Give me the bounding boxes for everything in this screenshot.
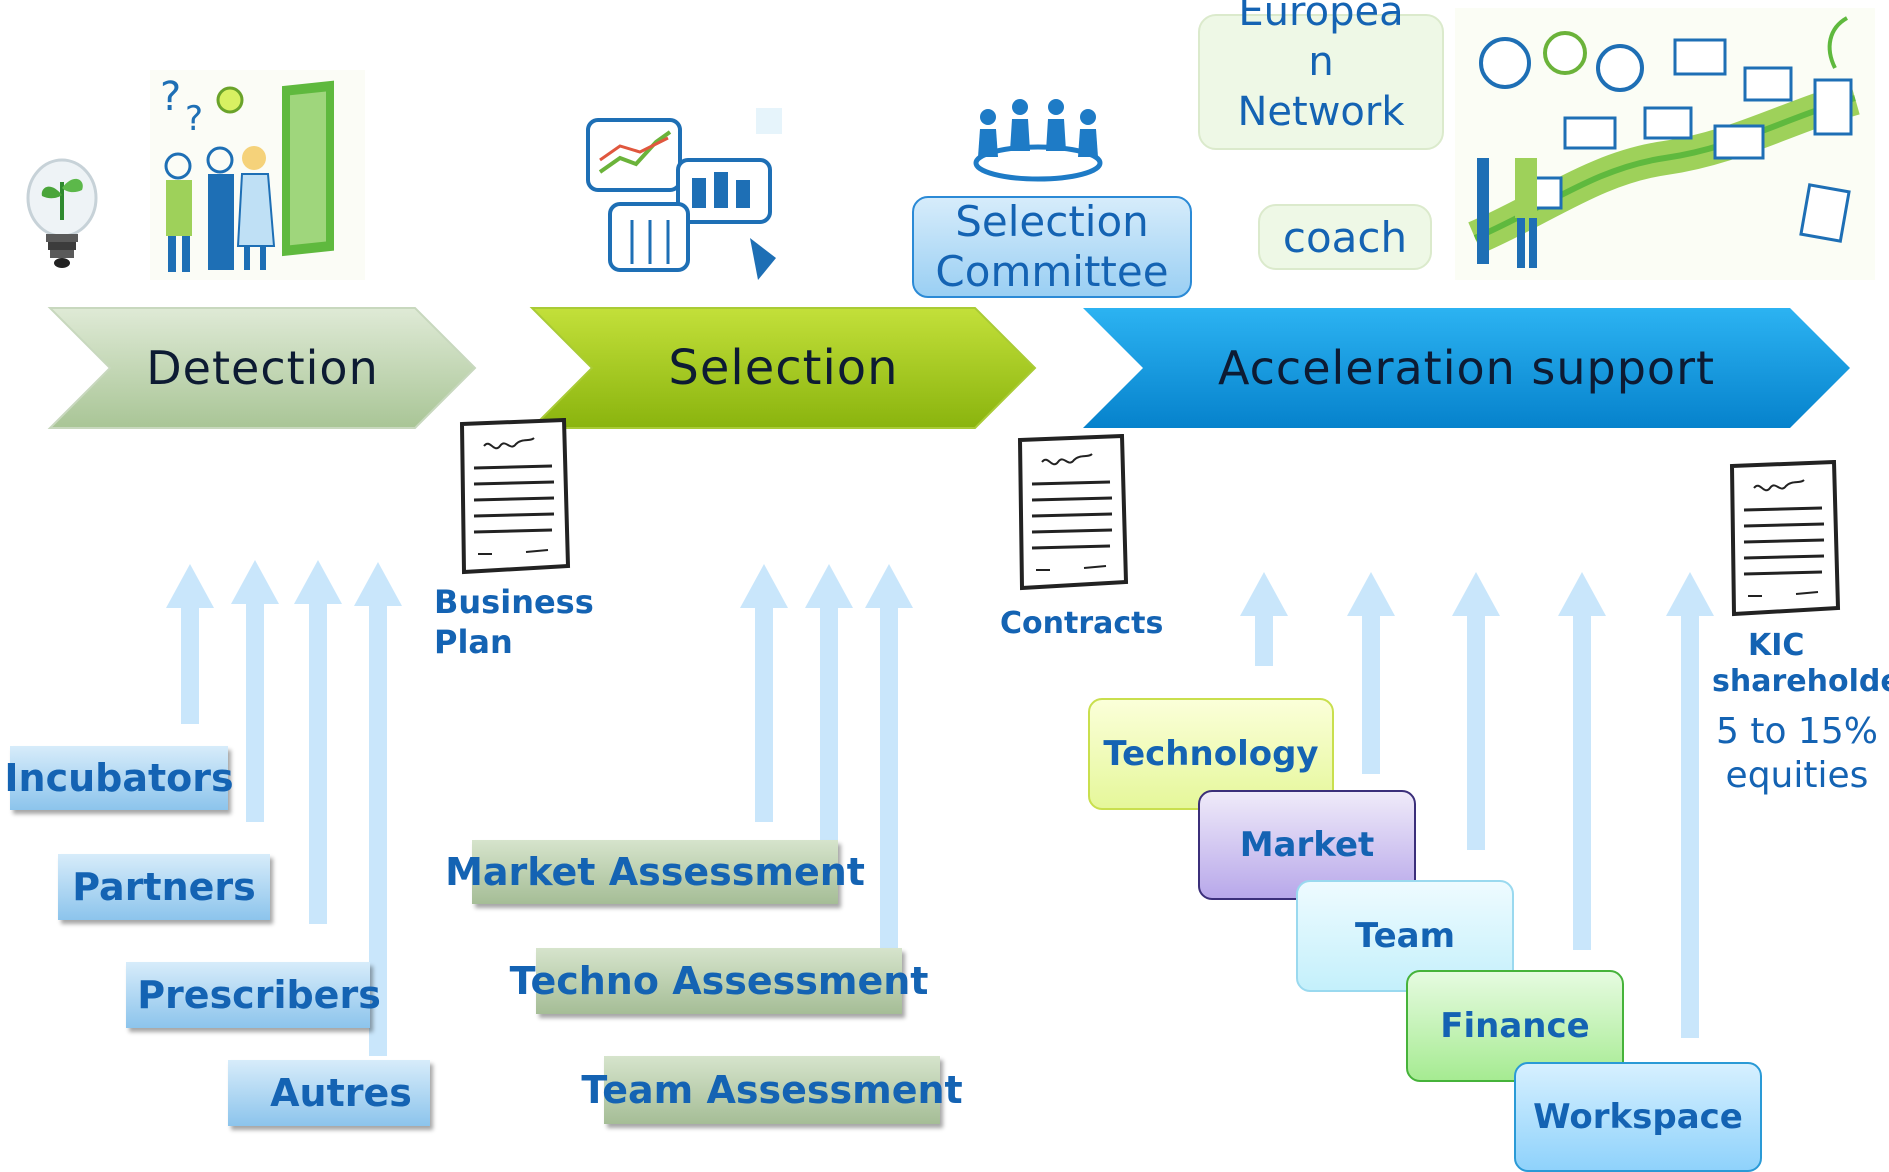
business-plan-line1: Business <box>434 583 594 621</box>
prescribers-box: Prescribers <box>126 962 381 1028</box>
kic-line1: KIC <box>1748 628 1805 663</box>
up-arrow <box>166 564 214 724</box>
lightbulb-plant-icon <box>26 158 98 268</box>
european-network-line2: n <box>1308 39 1334 85</box>
business-plan-line2: Plan <box>434 623 513 661</box>
up-arrow <box>1347 572 1395 774</box>
kic-line2: shareholder <box>1712 664 1889 699</box>
techno-assessment-box: Techno Assessment <box>510 948 928 1014</box>
up-arrow <box>1666 572 1714 1038</box>
up-arrow <box>1452 572 1500 850</box>
coach-bubble: coach <box>1258 204 1432 270</box>
kic-shareholder-label: KIC shareholder <box>1712 628 1889 700</box>
market-assessment-box: Market Assessment <box>445 840 865 904</box>
up-arrow <box>354 562 402 1056</box>
equity-line2: equities <box>1725 755 1869 796</box>
up-arrow <box>1558 572 1606 950</box>
european-network-line3: Network <box>1237 89 1405 135</box>
european-network-line1: Europea <box>1238 0 1404 35</box>
process-chevrons <box>47 307 1850 429</box>
detection-stage-label: Detection <box>146 341 379 395</box>
coach-label: coach <box>1282 212 1408 262</box>
business-plan-label: Business Plan <box>434 582 594 662</box>
up-arrow <box>740 564 788 822</box>
charts-sketch-icon <box>580 108 785 280</box>
equity-label: 5 to 15% equities <box>1716 710 1878 798</box>
up-arrow <box>805 564 853 842</box>
committee-line2: Committee <box>935 247 1169 296</box>
business-plan-document-icon <box>459 418 571 575</box>
committee-people-icon <box>973 99 1103 182</box>
team-assessment-box: Team Assessment <box>581 1056 963 1124</box>
svg-text:?: ? <box>185 99 203 139</box>
equity-line1: 5 to 15% <box>1716 711 1878 752</box>
up-arrow <box>231 560 279 822</box>
partners-box: Partners <box>58 854 270 920</box>
contracts-document-icon <box>1017 434 1129 591</box>
committee-line1: Selection <box>955 197 1149 246</box>
workspace-box: Workspace <box>1514 1062 1762 1172</box>
kic-shareholder-document-icon <box>1729 460 1841 617</box>
startup-roadmap-sketch-icon <box>1455 8 1875 280</box>
selection-committee-bubble: Selection Committee <box>912 196 1192 298</box>
acceleration-chevron <box>1083 308 1850 428</box>
up-arrow <box>1240 572 1288 666</box>
selection-chevron <box>529 307 1037 429</box>
selection-stage-label: Selection <box>668 340 899 396</box>
up-arrow <box>865 564 913 948</box>
incubators-box: Incubators <box>4 746 234 810</box>
up-arrow <box>294 560 342 924</box>
detection-chevron <box>47 307 477 429</box>
people-ideas-sketch-icon: ? ? <box>150 70 365 280</box>
acceleration-stage-label: Acceleration support <box>1217 341 1716 395</box>
svg-text:?: ? <box>160 74 181 120</box>
european-network-bubble: Europea n Network <box>1198 0 1444 150</box>
autres-box: Autres <box>228 1060 430 1126</box>
contracts-label: Contracts <box>1000 606 1164 641</box>
